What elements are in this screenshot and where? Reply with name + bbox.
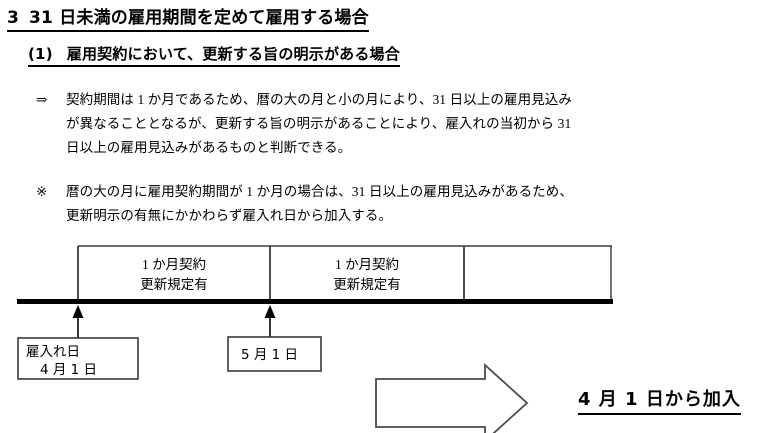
contract-cell-1-line1: 1 か月契約 — [142, 257, 206, 272]
paragraph-line: 日以上の雇用見込みがあるものと判断できる。 — [66, 140, 352, 155]
section-subtitle: (1) 雇用契約において、更新する旨の明示がある場合 — [28, 44, 400, 67]
marker-2-line1: 5 月 1 日 — [241, 347, 298, 363]
paragraph-note: ※ 暦の大の月に雇用契約期間が 1 か月の場合は、31 日以上の雇用見込みがある… — [36, 180, 736, 228]
timeline-marker-2: 5 月 1 日 — [227, 305, 322, 372]
contract-cell-1-line2: 更新規定有 — [140, 277, 208, 292]
contract-period-table — [77, 245, 612, 299]
result-label: 4 月 1 日から加入 — [578, 385, 741, 415]
contract-cell-2: 1 か月契約 更新規定有 — [333, 257, 401, 292]
paragraph-line: が異なることとなるが、更新する旨の明示があることにより、雇入れの当初から 31 — [66, 116, 572, 131]
right-arrow-shape — [375, 362, 529, 433]
timeline-bar — [17, 299, 613, 304]
note-marker-icon: ※ — [36, 184, 48, 199]
marker-1-line1: 雇入れ日 — [26, 344, 80, 360]
paragraph-note-text: 暦の大の月に雇用契約期間が 1 か月の場合は、31 日以上の雇用見込みがあるため… — [66, 180, 736, 228]
contract-cell-1: 1 か月契約 更新規定有 — [140, 257, 208, 292]
page-title: 3 31 日未満の雇用期間を定めて雇用する場合 — [7, 7, 369, 32]
timeline-marker-1: 雇入れ日 4 月 1 日 — [17, 305, 139, 380]
marker-1-line2: 4 月 1 日 — [40, 362, 97, 378]
paragraph-conclusion-text: 契約期間は 1 か月であるため、暦の大の月と小の月により、31 日以上の雇用見込… — [66, 88, 736, 160]
page-title-number: 3 — [7, 8, 20, 28]
section-subtitle-number: (1) — [28, 45, 53, 63]
paragraph-line: 暦の大の月に雇用契約期間が 1 か月の場合は、31 日以上の雇用見込みがあるため… — [66, 184, 573, 199]
contract-cell-2-line1: 1 か月契約 — [335, 257, 399, 272]
section-subtitle-text: 雇用契約において、更新する旨の明示がある場合 — [66, 45, 400, 63]
contract-cell-2-line2: 更新規定有 — [333, 277, 401, 292]
page-title-text: 31 日未満の雇用期間を定めて雇用する場合 — [29, 8, 369, 28]
arrow-marker-icon: ⇒ — [36, 92, 48, 107]
paragraph-line: 契約期間は 1 か月であるため、暦の大の月と小の月により、31 日以上の雇用見込… — [66, 92, 573, 107]
paragraph-conclusion: ⇒ 契約期間は 1 か月であるため、暦の大の月と小の月により、31 日以上の雇用… — [36, 88, 736, 160]
paragraph-line: 更新明示の有無にかかわらず雇入れ日から加入する。 — [66, 208, 393, 223]
